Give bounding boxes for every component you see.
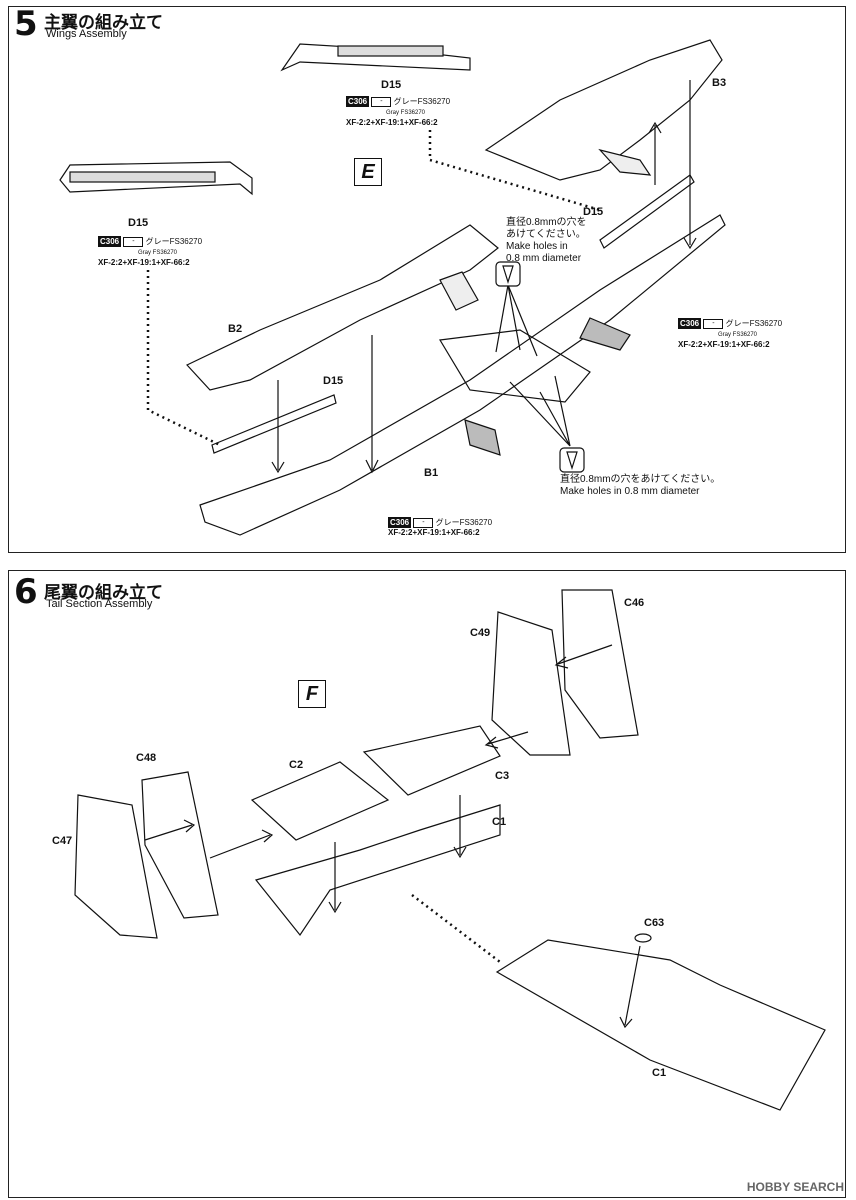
note-text: 0.8 mm diameter [506,253,582,264]
paint-code: C306 [678,318,702,329]
part-label-c63: C63 [644,917,665,929]
paint-name-jp: グレーFS36270 [435,518,493,527]
part-label-d15: D15 [381,79,402,91]
part-c3-drawing [362,725,501,796]
part-c2-drawing [250,761,390,841]
paint-callout-top: C306 - グレーFS36270 Gray FS36270 XF-2:2+XF… [346,96,450,127]
part-c47-drawing [74,794,158,939]
part-b3-drawing [484,39,723,181]
paint-code: C306 [388,517,412,528]
part-c46-drawing [561,589,639,739]
part-label-d15: D15 [323,375,344,387]
paint-name-jp: グレーFS36270 [145,237,203,246]
hole-note-2: 直径0.8mmの穴をあけてください。 Make holes in 0.8 mm … [560,474,720,498]
paint-dash: - [371,96,392,107]
part-c48-drawing [141,771,219,919]
paint-callout-right: C306 - グレーFS36270 Gray FS36270 XF-2:2+XF… [678,318,782,349]
paint-mix: XF-2:2+XF-19:1+XF-66:2 [346,118,438,127]
paint-code: C306 [98,236,122,247]
part-label-c1: C1 [492,816,507,828]
part-c1-bottom-drawing [495,939,826,1111]
part-c49-drawing [491,611,571,756]
part-label-c1: C1 [652,1067,667,1079]
step-5-panel [8,6,846,553]
paint-dash: - [123,236,144,247]
step-title-en: Tail Section Assembly [46,598,153,610]
paint-code: C306 [346,96,370,107]
part-label-c3: C3 [495,770,510,782]
paint-mix: XF-2:2+XF-19:1+XF-66:2 [388,528,480,537]
paint-name-jp: グレーFS36270 [725,319,783,328]
step-title-jp: 尾翼の組み立て [44,583,163,603]
paint-mix: XF-2:2+XF-19:1+XF-66:2 [98,258,190,267]
part-label-d15: D15 [583,206,604,218]
note-text: 直径0.8mmの穴をあけてください。 [560,474,721,485]
part-label-c48: C48 [136,752,157,764]
part-d15-left-drawing [59,161,253,196]
paint-name-en: Gray FS36270 [386,110,426,116]
part-c63-drawing [634,933,652,943]
part-label-c47: C47 [52,835,73,847]
part-d15-mid-drawing [211,394,337,454]
section-box-f: F [298,680,326,708]
step-title-en: Wings Assembly [46,28,127,40]
step-number: 6 [14,572,38,612]
part-label-b3: B3 [712,77,727,89]
part-c1-top-drawing [254,804,501,937]
paint-name-jp: グレーFS36270 [393,97,451,106]
part-b2-drawing [186,224,499,391]
paint-callout-left: C306 - グレーFS36270 Gray FS36270 XF-2:2+XF… [98,236,202,267]
paint-dash: - [413,517,434,528]
paint-name-en: Gray FS36270 [138,250,178,256]
part-label-d15: D15 [128,217,149,229]
note-text: Make holes in 0.8 mm diameter [560,486,700,497]
step-title-jp: 主翼の組み立て [44,13,163,33]
part-label-c2: C2 [289,759,304,771]
note-text: 直径0.8mmの穴を [506,217,587,228]
paint-mix: XF-2:2+XF-19:1+XF-66:2 [678,340,770,349]
hole-note-1: 直径0.8mmの穴を あけてください。 Make holes in 0.8 mm… [506,217,587,265]
watermark: HOBBY SEARCH [746,1180,844,1194]
part-d15-top-drawing [280,43,471,72]
step-number: 5 [14,4,38,44]
note-text: あけてください。 [506,229,586,240]
paint-name-en: Gray FS36270 [718,332,758,338]
section-box-e: E [354,158,382,186]
part-label-c49: C49 [470,627,491,639]
part-label-b1: B1 [424,467,439,479]
part-d15-right-drawing [599,174,695,249]
paint-callout-bottom: C306 - グレーFS36270 XF-2:2+XF-19:1+XF-66:2 [388,517,492,537]
part-b1-drawing [199,214,726,536]
part-label-b2: B2 [228,323,243,335]
note-text: Make holes in [506,241,568,252]
step-6-panel [8,570,846,1198]
part-label-c46: C46 [624,597,645,609]
paint-dash: - [703,318,724,329]
